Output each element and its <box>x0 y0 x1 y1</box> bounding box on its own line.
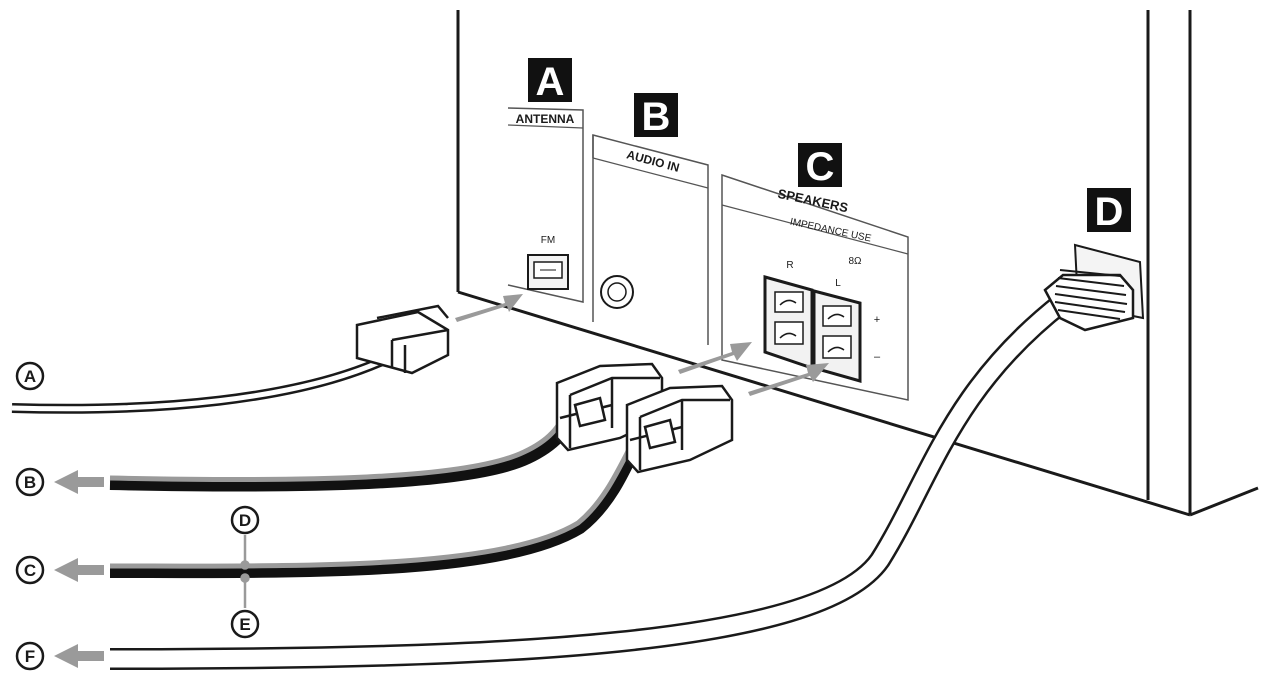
audio-in-jack[interactable] <box>600 275 634 309</box>
antenna-section: ANTENNA FM <box>507 107 584 303</box>
callout-f: F <box>15 641 45 671</box>
ohm-label: 8Ω <box>848 256 862 267</box>
minus-label: – <box>874 351 881 363</box>
callout-b: B <box>15 467 45 497</box>
badge-d: D <box>1087 188 1131 234</box>
power-plug <box>1043 269 1135 332</box>
badge-a-letter: A <box>536 60 565 104</box>
speaker-terminal-left[interactable] <box>812 289 862 383</box>
speaker-terminal-right[interactable] <box>763 275 814 371</box>
badge-b: B <box>634 93 678 139</box>
right-channel-label: R <box>786 260 793 271</box>
arrow-speaker-l <box>748 363 829 396</box>
antenna-connector <box>355 304 450 375</box>
callout-c-letter: C <box>24 561 36 580</box>
badge-a: A <box>528 58 572 104</box>
arrow-c <box>54 558 104 582</box>
speaker-connector-l <box>625 384 734 474</box>
unit-rear-panel <box>456 10 1259 517</box>
badge-c: C <box>798 143 842 189</box>
power-cord <box>109 269 1135 670</box>
antenna-cable <box>11 350 398 414</box>
callout-b-letter: B <box>24 473 36 492</box>
callout-e: E <box>230 609 260 639</box>
insertion-arrows <box>455 294 829 396</box>
arrow-f <box>54 644 104 668</box>
badge-b-letter: B <box>642 95 671 139</box>
fm-jack[interactable] <box>527 254 569 290</box>
badge-c-letter: C <box>806 145 835 189</box>
badge-d-letter: D <box>1095 190 1124 234</box>
plus-label: + <box>874 314 880 326</box>
callout-a-letter: A <box>24 367 36 386</box>
callout-f-letter: F <box>25 647 35 666</box>
speaker-cable-b <box>109 407 578 492</box>
callout-e-letter: E <box>239 615 250 634</box>
arrow-antenna <box>455 294 523 322</box>
left-channel-label: L <box>835 278 841 289</box>
callout-d: D <box>230 505 260 535</box>
fm-label: FM <box>541 235 555 246</box>
callout-d-letter: D <box>239 511 251 530</box>
antenna-label: ANTENNA <box>516 112 575 126</box>
arrow-speaker-r <box>678 342 752 374</box>
audio-in-label: AUDIO IN <box>625 147 681 174</box>
direction-arrows <box>54 470 104 668</box>
callout-a: A <box>15 361 45 391</box>
audio-in-section: AUDIO IN <box>592 134 709 345</box>
arrow-b <box>54 470 104 494</box>
wire-leaders <box>240 535 250 608</box>
speaker-cable-c <box>109 434 646 579</box>
speakers-label: SPEAKERS <box>776 186 849 216</box>
callout-c: C <box>15 555 45 585</box>
